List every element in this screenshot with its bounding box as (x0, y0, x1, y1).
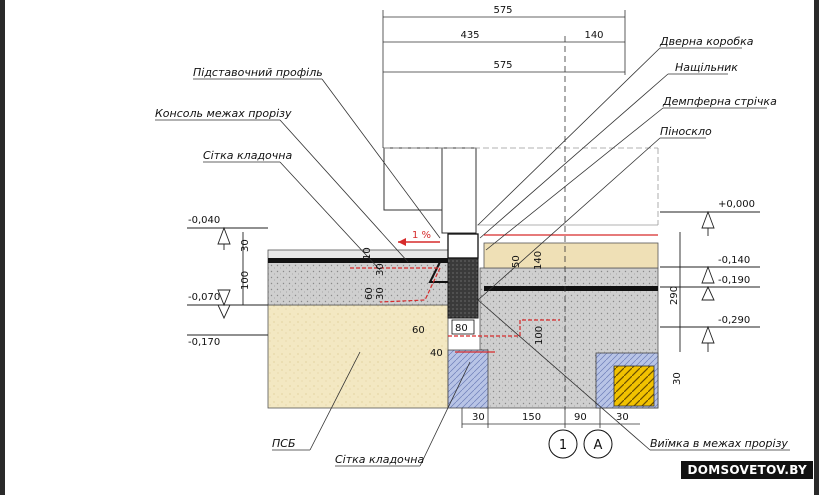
label-mesh-bottom: Сітка кладочна (335, 453, 424, 466)
label-psb: ПСБ (272, 437, 296, 450)
marker-a: A (594, 438, 603, 453)
dim-90: 90 (574, 412, 587, 423)
level-left-1: -0,040 (188, 215, 220, 226)
level-left-2: -0,070 (188, 292, 220, 303)
dim-30-bottom: 30 (472, 412, 485, 423)
concrete-slab-left (267, 261, 449, 306)
dim-100b: 100 (534, 326, 545, 345)
level-right-0: +0,000 (718, 199, 755, 210)
label-damper-tape: Демпферна стрічка (662, 95, 777, 108)
label-foam-glass: Піноскло (660, 125, 712, 138)
yellow-block (613, 365, 655, 407)
marker-1: 1 (559, 438, 567, 453)
floor-finish-right (483, 242, 659, 269)
label-console: Консоль межах прорізу (155, 107, 292, 120)
dim-60b: 60 (412, 325, 425, 336)
right-edge-bar (814, 0, 819, 495)
dim-30d: 30 (672, 372, 683, 385)
dim-40: 40 (430, 348, 443, 359)
dim-150: 150 (522, 412, 541, 423)
dim-575-second: 575 (493, 60, 512, 71)
dim-30c: 30 (375, 287, 386, 300)
dim-50: 50 (511, 255, 522, 268)
door-box (441, 147, 477, 234)
dim-140-vert: 140 (533, 251, 544, 270)
watermark: DOMSOVETOV.BY (681, 461, 813, 479)
level-left-3: -0,170 (188, 337, 220, 348)
dim-top-575: 575 (493, 5, 512, 16)
slope-label: 1 % (412, 230, 431, 241)
dim-80: 80 (455, 323, 468, 334)
dim-10: 10 (362, 247, 373, 260)
dim-30b: 30 (375, 263, 386, 276)
left-edge-bar (0, 0, 5, 495)
level-right-1: -0,140 (718, 255, 750, 266)
dim-435: 435 (460, 30, 479, 41)
label-pidstavochnyi-profile: Підставочний профіль (193, 66, 323, 79)
dim-60a: 60 (364, 287, 375, 300)
level-right-3: -0,290 (718, 315, 750, 326)
dim-290: 290 (669, 286, 680, 305)
dim-140: 140 (584, 30, 603, 41)
red-mesh-top (350, 267, 441, 303)
marker-a-circle (583, 429, 613, 459)
dim-30-bottom-right: 30 (616, 412, 629, 423)
label-cutout: Виїмка в межах прорізу (650, 437, 788, 450)
label-nashchilnyk: Нащільник (675, 61, 738, 74)
red-mesh-bottom (448, 319, 560, 337)
label-mesh-top: Сітка кладочна (203, 149, 292, 162)
blue-insulation-left (447, 349, 489, 409)
label-door-box: Дверна коробка (659, 35, 754, 48)
dim-30a: 30 (240, 239, 251, 252)
level-right-2: -0,190 (718, 275, 750, 286)
foam-glass (447, 257, 479, 319)
marker-1-circle (548, 429, 578, 459)
dim-100: 100 (240, 271, 251, 290)
